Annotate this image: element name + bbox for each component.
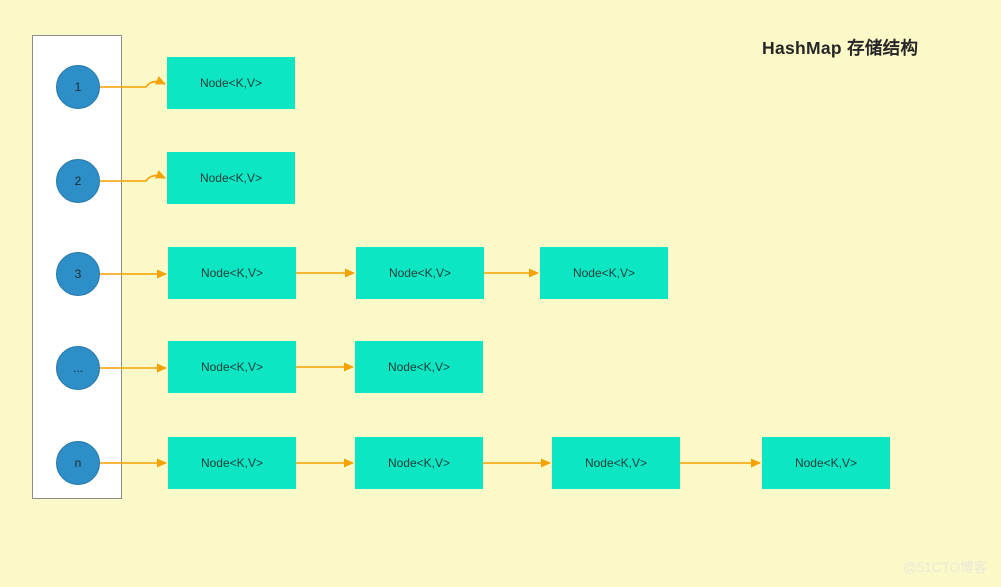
- node-box: Node<K,V>: [355, 341, 483, 393]
- bucket-circle-1: 1: [56, 65, 100, 109]
- node-label: Node<K,V>: [199, 76, 263, 90]
- node-box: Node<K,V>: [355, 437, 483, 489]
- node-box: Node<K,V>: [540, 247, 668, 299]
- node-label: Node<K,V>: [199, 171, 263, 185]
- node-box: Node<K,V>: [167, 57, 295, 109]
- bucket-label: 2: [74, 174, 82, 188]
- watermark: @51CTO博客: [903, 560, 987, 575]
- node-label: Node<K,V>: [200, 360, 264, 374]
- node-box: Node<K,V>: [168, 437, 296, 489]
- bucket-label: ...: [72, 361, 83, 375]
- node-box: Node<K,V>: [168, 341, 296, 393]
- node-box: Node<K,V>: [356, 247, 484, 299]
- bucket-circle-n: n: [56, 441, 100, 485]
- node-label: Node<K,V>: [387, 360, 451, 374]
- bucket-label: 3: [74, 267, 82, 281]
- bucket-circle-2: 2: [56, 159, 100, 203]
- bucket-circle-3: 3: [56, 252, 100, 296]
- node-box: Node<K,V>: [168, 247, 296, 299]
- node-label: Node<K,V>: [200, 456, 264, 470]
- bucket-label: 1: [74, 80, 82, 94]
- node-box: Node<K,V>: [552, 437, 680, 489]
- node-label: Node<K,V>: [572, 266, 636, 280]
- bucket-label: n: [74, 456, 82, 470]
- node-label: Node<K,V>: [200, 266, 264, 280]
- bucket-circle-ellipsis: ...: [56, 346, 100, 390]
- page-title: HashMap 存储结构: [762, 38, 919, 58]
- node-label: Node<K,V>: [388, 266, 452, 280]
- node-box: Node<K,V>: [167, 152, 295, 204]
- node-label: Node<K,V>: [387, 456, 451, 470]
- node-label: Node<K,V>: [584, 456, 648, 470]
- node-label: Node<K,V>: [794, 456, 858, 470]
- node-box: Node<K,V>: [762, 437, 890, 489]
